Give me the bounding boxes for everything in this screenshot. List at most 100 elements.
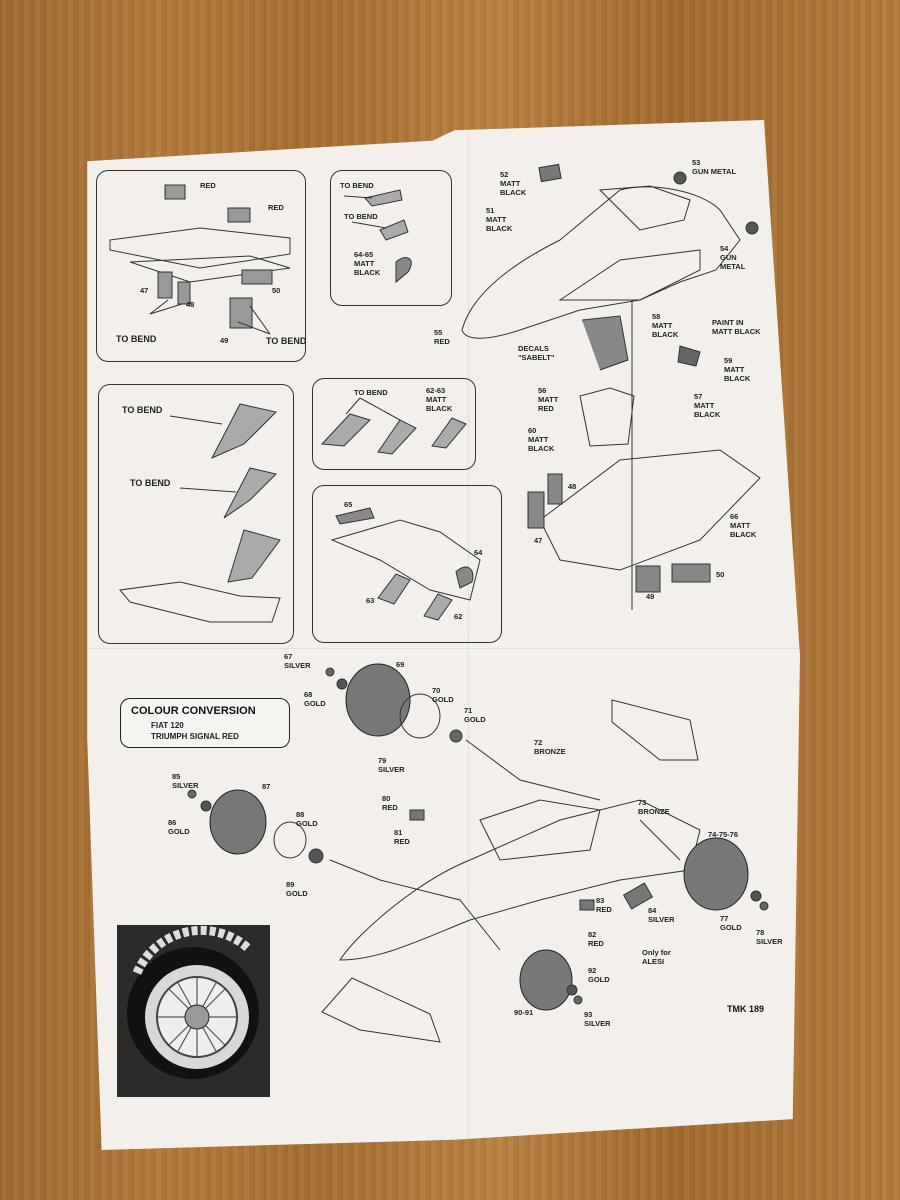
label-57: 57 MATT BLACK <box>694 392 721 419</box>
rear-tyre-right <box>683 837 749 911</box>
seat <box>579 387 635 447</box>
rear-wing <box>611 699 699 761</box>
label-48: 48 <box>568 482 577 491</box>
label-red-b: RED <box>268 203 284 212</box>
monocoque <box>461 186 741 339</box>
label-92: 92 GOLD <box>588 966 610 984</box>
label-60: 60 MATT BLACK <box>528 426 555 453</box>
label-79: 79 SILVER <box>378 756 405 774</box>
label-52: 52 MATT BLACK <box>500 170 527 197</box>
label-73: 73 BRONZE <box>638 798 670 816</box>
label-red-a: RED <box>200 181 216 190</box>
bend-part <box>379 219 409 241</box>
car-body <box>339 799 701 961</box>
label-56: 56 MATT RED <box>538 386 559 413</box>
colour-conversion-title: COLOUR CONVERSION <box>131 705 256 717</box>
label-64: 64 <box>474 548 483 557</box>
steering <box>677 345 701 367</box>
bend-part <box>364 189 403 207</box>
label-to-bend: TO BEND <box>130 478 171 488</box>
label-49: 49 <box>220 336 229 345</box>
underfloor <box>539 449 761 571</box>
front-wing <box>321 977 441 1043</box>
belt <box>581 315 629 371</box>
bend-part <box>455 566 474 589</box>
small-part <box>157 271 173 299</box>
label-84: 84 SILVER <box>648 906 675 924</box>
label-77: 77 GOLD <box>720 914 742 932</box>
label-68: 68 GOLD <box>304 690 326 708</box>
panel-top-mid <box>330 170 452 306</box>
label-89: 89 GOLD <box>286 880 308 898</box>
wing-part <box>210 403 277 460</box>
label-to-bend: TO BEND <box>340 181 374 190</box>
label-decals: DECALS "SABELT" <box>518 344 555 362</box>
horizontal-fold <box>87 648 800 650</box>
panel-top-left <box>96 170 306 362</box>
bend-part <box>377 573 411 605</box>
bend-part <box>395 257 412 284</box>
label-88: 88 GOLD <box>296 810 318 828</box>
label-to-bend: TO BEND <box>354 388 388 397</box>
label-86: 86 GOLD <box>168 818 190 836</box>
small-part <box>177 281 191 305</box>
label-69: 69 <box>396 660 405 669</box>
floor-part <box>109 227 291 269</box>
label-67: 67 SILVER <box>284 652 311 670</box>
label-to-bend: TO BEND <box>266 336 307 346</box>
label-65: 65 <box>344 500 353 509</box>
label-to-bend: TO BEND <box>122 405 163 415</box>
label-55: 55 RED <box>434 328 450 346</box>
rim <box>399 693 441 739</box>
label-59: 59 MATT BLACK <box>724 356 751 383</box>
label-82: 82 RED <box>588 930 604 948</box>
wing-part <box>223 467 277 519</box>
side-pod <box>558 249 701 301</box>
panel-mid-left <box>98 384 294 644</box>
label-71: 71 GOLD <box>464 706 486 724</box>
rim <box>273 821 307 859</box>
label-49: 49 <box>646 592 655 601</box>
label-48: 48 <box>186 300 195 309</box>
mirror <box>745 221 759 235</box>
engine-cover <box>598 185 691 231</box>
colour-conversion-box: COLOUR CONVERSION FIAT 120 TRIUMPH SIGNA… <box>120 698 290 748</box>
panel-low-mid <box>312 485 502 643</box>
bend-part <box>431 417 467 449</box>
label-81: 81 RED <box>394 828 410 846</box>
suspension <box>329 859 501 951</box>
label-paint: PAINT IN MATT BLACK <box>712 318 761 336</box>
frame-part <box>330 519 481 601</box>
label-51: 51 MATT BLACK <box>486 206 513 233</box>
label-54: 54 GUN METAL <box>720 244 746 271</box>
small-part <box>241 269 273 285</box>
label-62: 62 <box>454 612 463 621</box>
bend-part <box>320 413 371 447</box>
label-70: 70 GOLD <box>432 686 454 704</box>
label-83: 83 RED <box>596 896 612 914</box>
colour-conversion-line: FIAT 120 <box>151 721 184 730</box>
panel-mid-mid <box>312 378 476 470</box>
bend-part <box>335 507 375 525</box>
wing-part <box>227 529 281 583</box>
label-50: 50 <box>272 286 281 295</box>
rear-tyre-left <box>345 663 411 737</box>
label-50: 50 <box>716 570 725 579</box>
vertical-fold <box>468 120 470 1150</box>
side-part <box>635 565 661 593</box>
label-72: 72 BRONZE <box>534 738 566 756</box>
side-part <box>527 491 545 529</box>
label-80: 80 RED <box>382 794 398 812</box>
label-53: 53 GUN METAL <box>692 158 737 176</box>
label-66: 66 MATT BLACK <box>730 512 757 539</box>
label-87: 87 <box>262 782 271 791</box>
label-93: 93 SILVER <box>584 1010 611 1028</box>
engine-cover <box>479 799 601 861</box>
suspension <box>465 739 601 801</box>
colour-conversion-line: TRIUMPH SIGNAL RED <box>151 732 239 741</box>
mirror <box>673 171 687 185</box>
label-alesi: Only for ALESI <box>642 948 671 966</box>
label-64-65: 64-65 MATT BLACK <box>354 250 381 277</box>
